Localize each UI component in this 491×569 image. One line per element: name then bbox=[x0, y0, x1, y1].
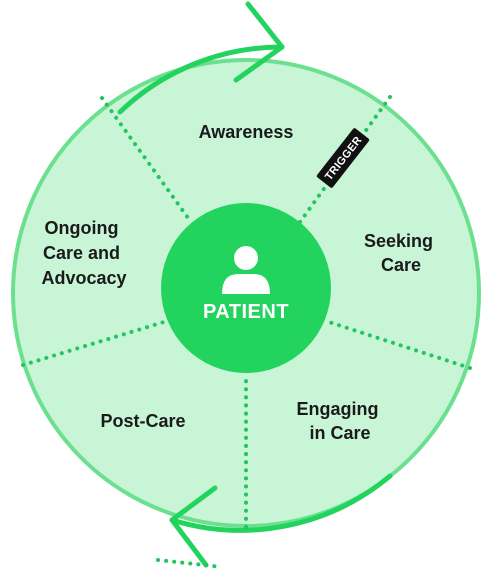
divider-tail bbox=[156, 558, 224, 569]
segment-label-ongoing-care: Ongoing Care and Advocacy bbox=[41, 218, 126, 288]
person-icon bbox=[222, 246, 270, 294]
segment-label-seeking-care: Seeking Care bbox=[364, 231, 438, 275]
segment-label-awareness: Awareness bbox=[199, 122, 294, 142]
cycle-arrow-bottom bbox=[169, 473, 393, 533]
divider-awareness-seeking bbox=[298, 95, 392, 224]
center-label: PATIENT bbox=[203, 301, 289, 323]
segment-label-post-care: Post-Care bbox=[100, 411, 185, 431]
segment-label-engaging-in-care: Engaging in Care bbox=[296, 399, 383, 443]
divider-seeking-engaging bbox=[327, 320, 472, 370]
divider-awareness-ongoing bbox=[100, 96, 193, 224]
divider-postcare-ongoing bbox=[21, 320, 166, 367]
cycle-arrowhead-top bbox=[233, 1, 285, 83]
cycle-arrowhead-bottom bbox=[169, 485, 218, 568]
cycle-arrow-top bbox=[117, 44, 285, 115]
